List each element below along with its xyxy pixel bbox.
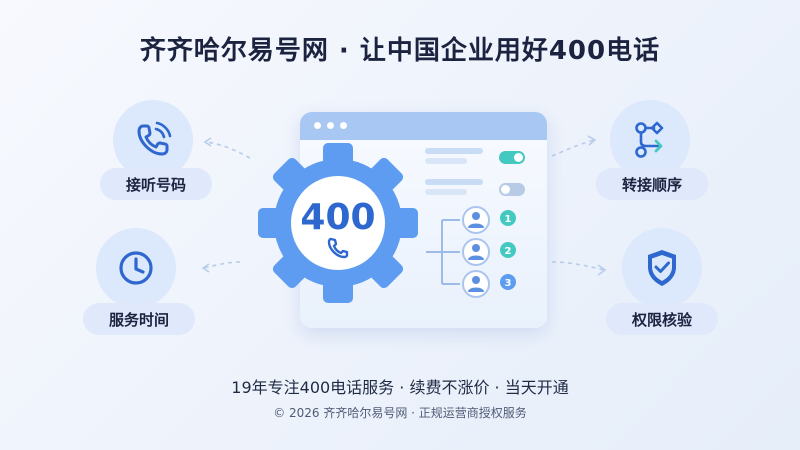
phone-icon [327, 237, 349, 259]
tagline: 19年专注400电话服务 · 续费不涨价 · 当天开通 [231, 378, 569, 397]
routing-tree: 1 2 3 [426, 206, 516, 298]
window-dot [340, 122, 347, 129]
shield-check-icon [648, 250, 676, 286]
copyright: © 2026 齐齐哈尔易号网 · 正规运营商授权服务 [273, 406, 527, 420]
feature-answer-icon-circle [113, 100, 193, 180]
window-dot [314, 122, 321, 129]
feature-service-time-label: 服务时间 [83, 303, 195, 335]
arrow-service-time [203, 261, 241, 269]
phone-icon [137, 121, 172, 156]
setting-line [425, 179, 483, 185]
arrow-transfer-head [587, 135, 597, 146]
arrow-answer [205, 141, 251, 159]
routing-node-number: 3 [505, 278, 512, 289]
feature-permission-label: 权限核验 [606, 303, 718, 335]
arrow-service-time-head [201, 263, 210, 273]
flow-arrow-icon [635, 121, 664, 158]
toggle-switch-off[interactable] [499, 183, 525, 196]
routing-node-number: 1 [505, 214, 512, 225]
user-icon [468, 212, 484, 228]
routing-node-number: 2 [505, 246, 512, 257]
window-dot [327, 122, 334, 129]
feature-service-time-icon-circle [96, 228, 176, 308]
routing-node-1: 1 [462, 206, 516, 234]
arrow-answer-head [203, 137, 212, 147]
setting-line [425, 158, 467, 164]
gear-number: 400 [300, 197, 376, 238]
routing-node-2: 2 [462, 238, 516, 266]
arrow-permission [551, 261, 605, 271]
feature-permission-icon-circle [622, 228, 702, 308]
feature-answer-label: 接听号码 [100, 168, 212, 200]
arrow-permission-head [597, 264, 607, 276]
user-icon [468, 276, 484, 292]
feature-transfer-icon-circle [610, 100, 690, 180]
arrow-transfer [551, 139, 595, 157]
feature-transfer-label: 转接顺序 [596, 168, 708, 200]
routing-node-3: 3 [462, 270, 516, 298]
user-icon [468, 244, 484, 260]
clock-icon [119, 251, 153, 285]
toggle-switch-on[interactable] [499, 151, 525, 164]
gear-icon [258, 143, 418, 303]
window-titlebar [300, 112, 547, 140]
page-title: 齐齐哈尔易号网 · 让中国企业用好400电话 [139, 36, 661, 66]
setting-line [425, 148, 483, 154]
setting-line [425, 189, 467, 195]
gear-emblem: 400 [258, 135, 418, 315]
